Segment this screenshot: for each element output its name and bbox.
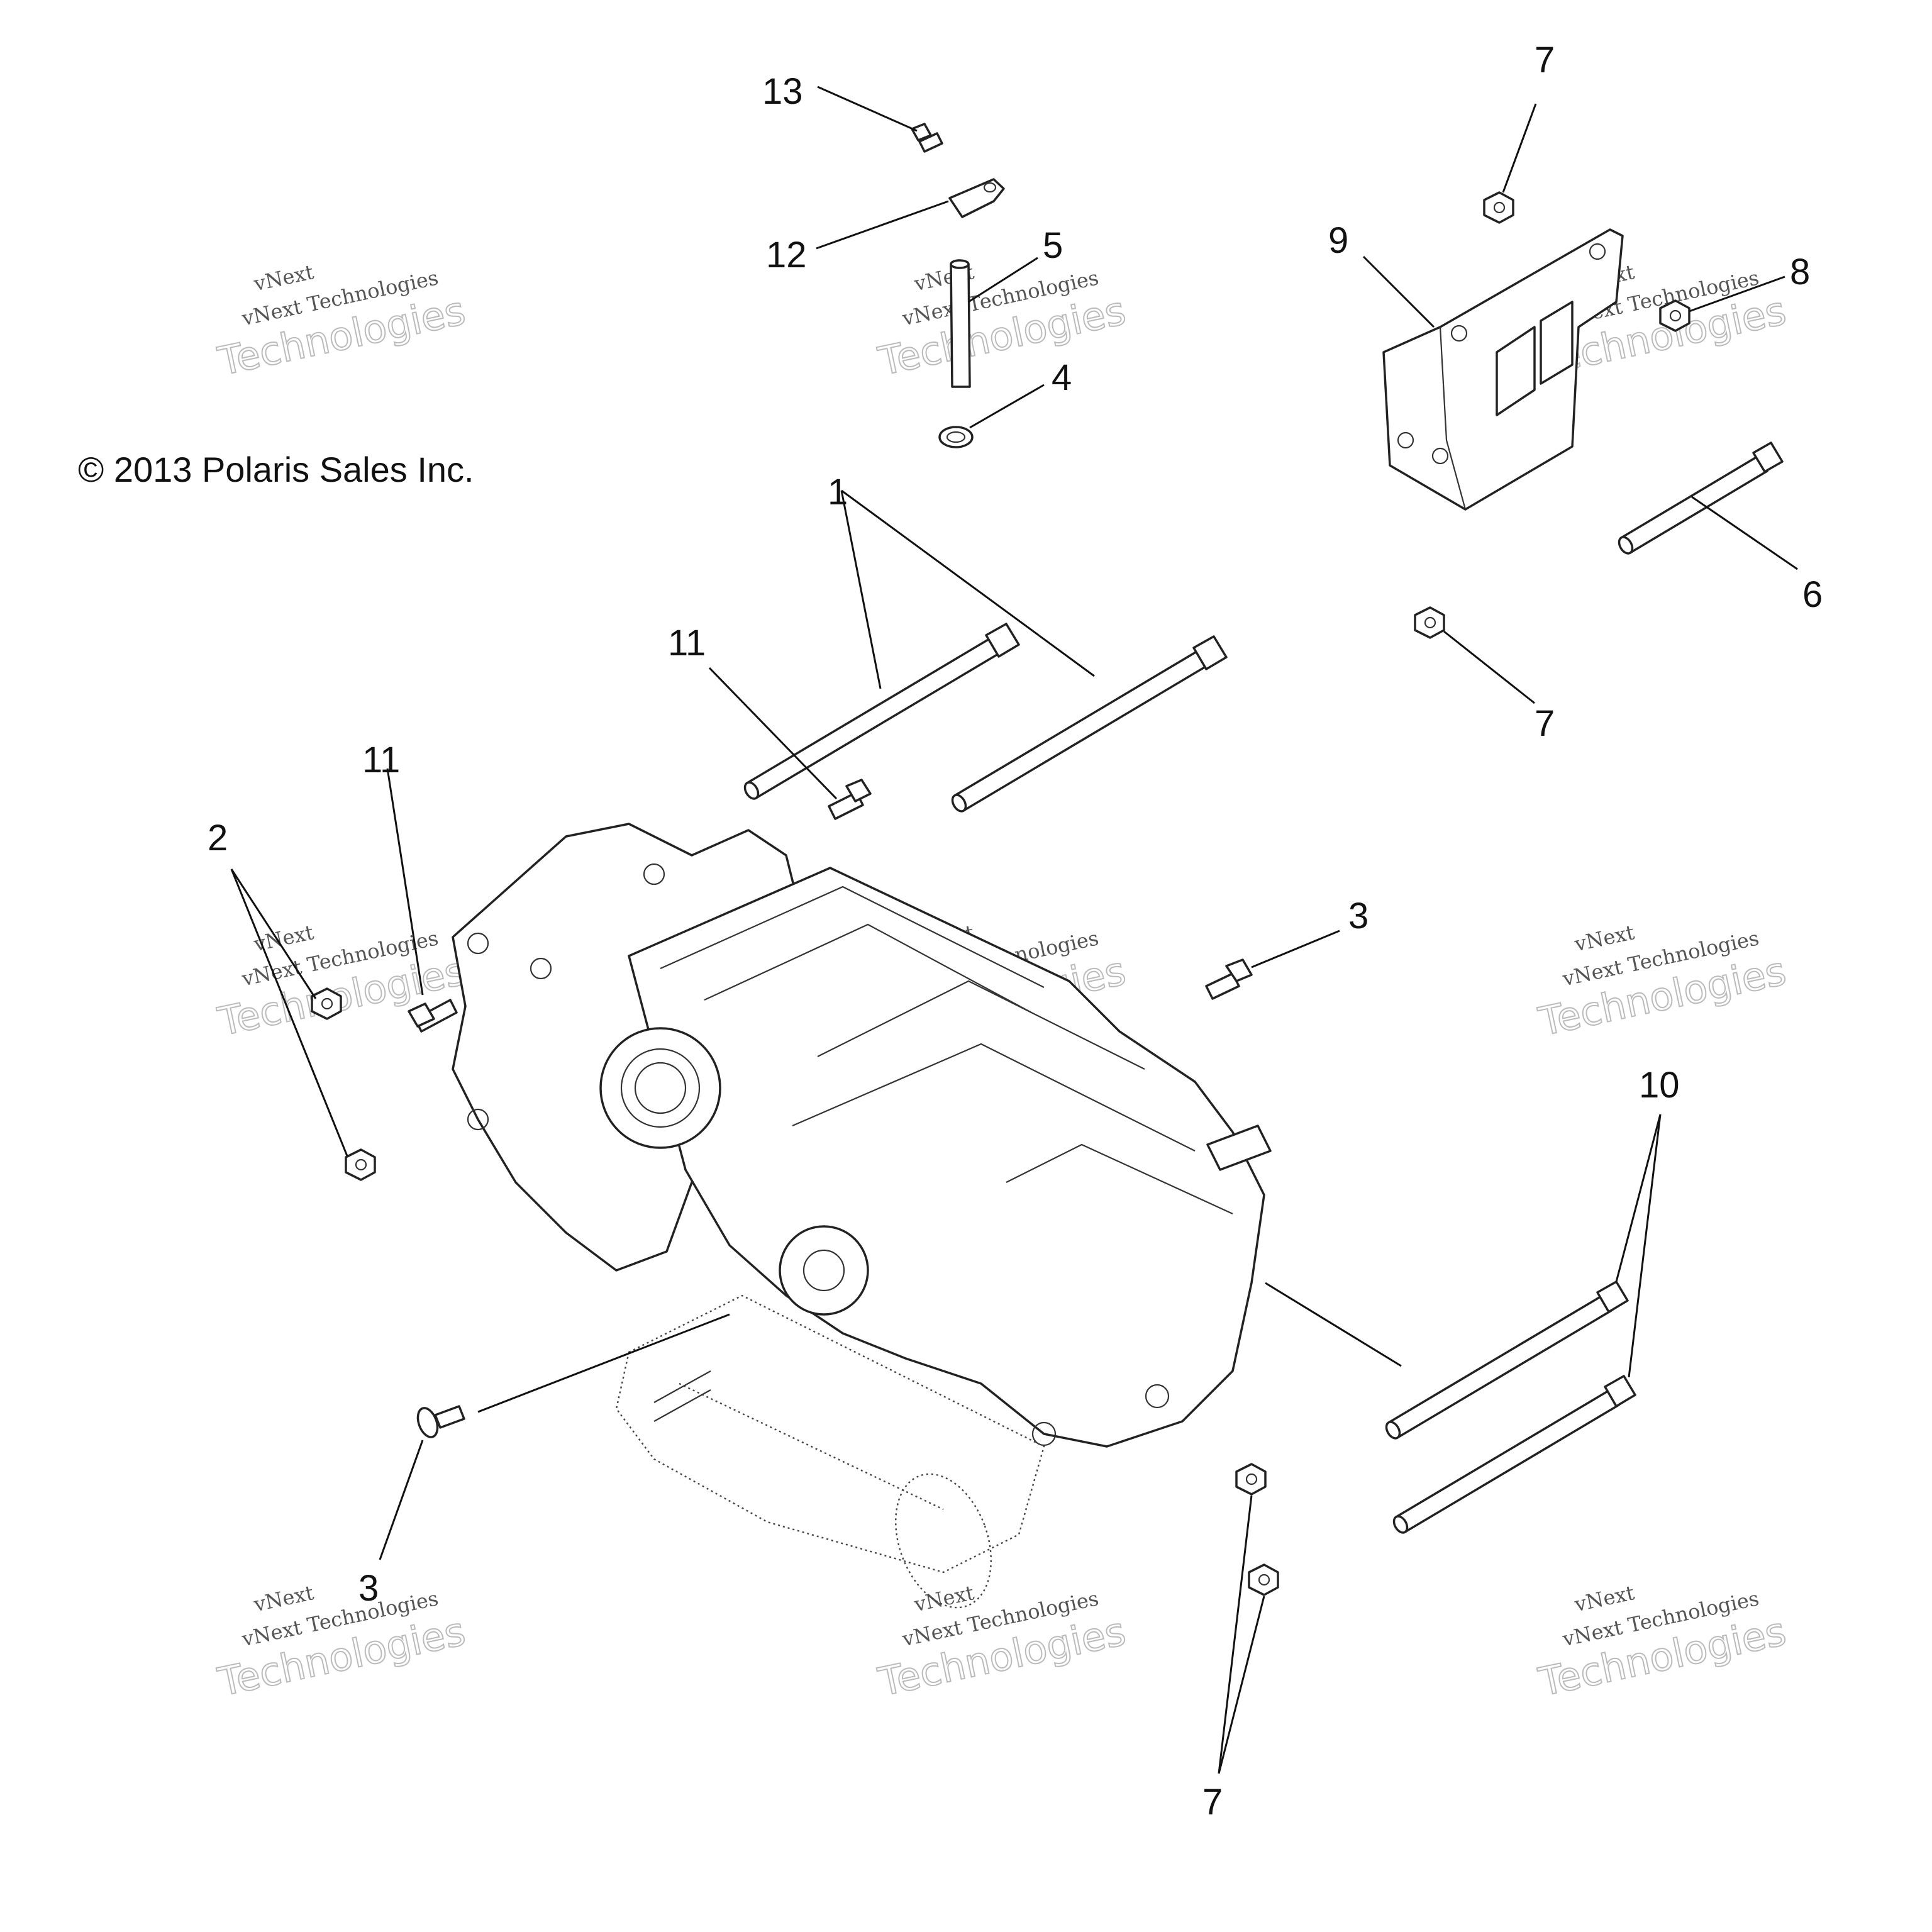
flange-nut-7-low-b <box>1248 1563 1279 1596</box>
flange-nut-7-top <box>1483 191 1514 224</box>
short-bolt-13 <box>911 123 943 153</box>
callout-7-mid: 7 <box>1535 703 1555 744</box>
callout-12: 12 <box>766 235 807 275</box>
copyright-notice: © 2013 Polaris Sales Inc. <box>78 450 474 489</box>
engine-crankcase <box>452 823 1272 1609</box>
hose-clamp-4 <box>938 426 974 448</box>
short-bolt-3-bottom <box>416 1405 465 1438</box>
long-bolt-10a <box>1385 1280 1629 1440</box>
callout-4: 4 <box>1052 357 1072 398</box>
callout-11-upper: 11 <box>668 623 706 663</box>
callout-10: 10 <box>1639 1065 1680 1106</box>
long-bolt-1a <box>743 623 1020 800</box>
watermark-text: vNext <box>911 1580 976 1616</box>
callout-11-left: 11 <box>362 740 400 780</box>
callout-labels: 13 12 5 4 7 9 8 6 7 1 11 11 2 3 10 3 7 <box>208 40 1823 1823</box>
callout-13: 13 <box>762 71 803 112</box>
flange-nut-8 <box>1659 299 1690 332</box>
short-bolt-11b <box>408 999 458 1033</box>
leader-lines <box>230 86 1798 1774</box>
callout-8: 8 <box>1790 252 1810 292</box>
callout-1: 1 <box>828 472 848 513</box>
flange-nut-2b <box>345 1148 376 1181</box>
bolt-6 <box>1618 441 1784 555</box>
engine-mount-bracket <box>1382 228 1624 511</box>
callout-3-bottom: 3 <box>358 1568 379 1609</box>
flange-nut-7-low-a <box>1235 1463 1267 1496</box>
callout-7-bottom: 7 <box>1202 1782 1223 1823</box>
flange-nut-7-mid <box>1414 606 1445 639</box>
callout-2: 2 <box>208 818 228 858</box>
callout-9: 9 <box>1328 220 1348 261</box>
watermark-text: vNext <box>251 1580 316 1616</box>
watermark-text: vNext <box>251 260 316 296</box>
short-bolt-11a <box>828 779 872 820</box>
callout-5: 5 <box>1043 225 1063 266</box>
long-bolt-1b <box>951 635 1228 813</box>
long-bolt-10b <box>1392 1375 1636 1534</box>
callout-3-right: 3 <box>1348 896 1368 936</box>
callout-7-top: 7 <box>1535 40 1555 80</box>
callout-6: 6 <box>1802 574 1823 615</box>
flange-nut-2a <box>311 987 342 1020</box>
watermark-text: vNext <box>1572 1580 1636 1616</box>
wire-clip-12 <box>948 178 1005 218</box>
short-bolt-3-top <box>1205 958 1253 1000</box>
watermark-text: vNext <box>1572 920 1636 956</box>
vent-hose-5 <box>950 259 971 388</box>
